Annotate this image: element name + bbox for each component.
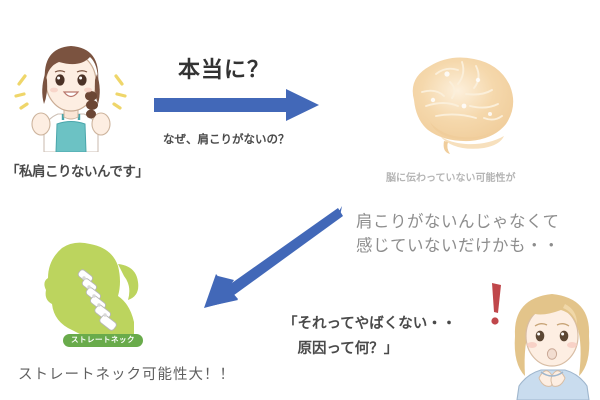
brain-illustration xyxy=(392,44,532,164)
mouth xyxy=(546,348,558,360)
ponytail xyxy=(118,264,139,300)
cervical-spine xyxy=(77,269,117,331)
right-brow xyxy=(556,323,570,327)
left-eye-glint xyxy=(57,76,61,80)
apron-straps xyxy=(61,114,81,120)
temporal-lobe xyxy=(430,122,492,140)
exclamation-mark-icon xyxy=(487,281,505,327)
arrow-down-left-svg xyxy=(204,206,343,308)
left-eye xyxy=(55,74,65,86)
left-blush xyxy=(527,342,537,348)
bang-highlight xyxy=(563,304,577,324)
arrow-right-svg xyxy=(154,89,319,121)
caption-kata-line2: 感じていないだけかも・・ xyxy=(356,236,560,255)
apron xyxy=(55,121,87,153)
left-blush xyxy=(50,87,58,93)
worried-woman-svg xyxy=(514,294,590,400)
hair-left-side xyxy=(42,74,48,104)
hair-top xyxy=(44,46,99,82)
exclamation-svg xyxy=(491,283,501,325)
label-honto-ni: 本当に？ xyxy=(178,58,271,83)
caption-brain-note: 脳に伝わっていない可能性が xyxy=(386,173,516,184)
right-eye-glint xyxy=(79,76,83,80)
caption-yabai-line2: 原因って何？」 xyxy=(283,341,399,357)
caption-kata-line1: 肩こりがないんじゃなくて xyxy=(356,212,560,231)
hair-right-side xyxy=(94,74,100,104)
caption-watashi-katakori: 「私肩こりないんです」 xyxy=(6,164,149,180)
arrow-right xyxy=(154,88,320,126)
straight-neck-silhouette xyxy=(18,238,178,356)
happy-woman-illustration xyxy=(12,24,130,153)
brain-sparkles xyxy=(430,71,492,116)
left-brow xyxy=(534,323,548,327)
right-fist xyxy=(91,112,111,136)
left-brow xyxy=(54,70,66,73)
left-fist xyxy=(31,112,51,136)
right-eye xyxy=(77,74,87,86)
cerebellum xyxy=(440,136,504,149)
straight-neck-badge: ストレートネック xyxy=(63,334,143,347)
collar xyxy=(540,371,564,377)
worried-woman-illustration xyxy=(505,282,600,400)
right-eye-glint xyxy=(561,332,565,336)
spine-shadow xyxy=(82,276,107,317)
caption-yabai-line1: 「それってやばくない・・ xyxy=(283,316,457,332)
right-eye xyxy=(559,330,569,342)
braid xyxy=(85,91,98,119)
right-blush xyxy=(567,342,577,348)
left-eye xyxy=(535,330,545,342)
left-eye-glint xyxy=(537,332,541,336)
brainstem xyxy=(443,141,450,154)
arrow-down-left xyxy=(196,204,344,318)
sparkle-lines-left xyxy=(14,74,29,110)
brain-svg xyxy=(412,57,514,154)
caption-straight-neck-result: ストレートネック可能性大！！ xyxy=(18,367,235,383)
mouth xyxy=(62,91,80,98)
sulci xyxy=(421,61,503,121)
sparkle-lines-right xyxy=(112,74,127,110)
straight-neck-svg xyxy=(44,242,139,342)
right-hand xyxy=(550,370,566,387)
right-blush xyxy=(84,87,92,93)
label-naze-katakori: なぜ、肩こりがないの？ xyxy=(163,132,290,146)
right-brow xyxy=(76,70,88,73)
happy-woman-svg xyxy=(14,46,127,153)
